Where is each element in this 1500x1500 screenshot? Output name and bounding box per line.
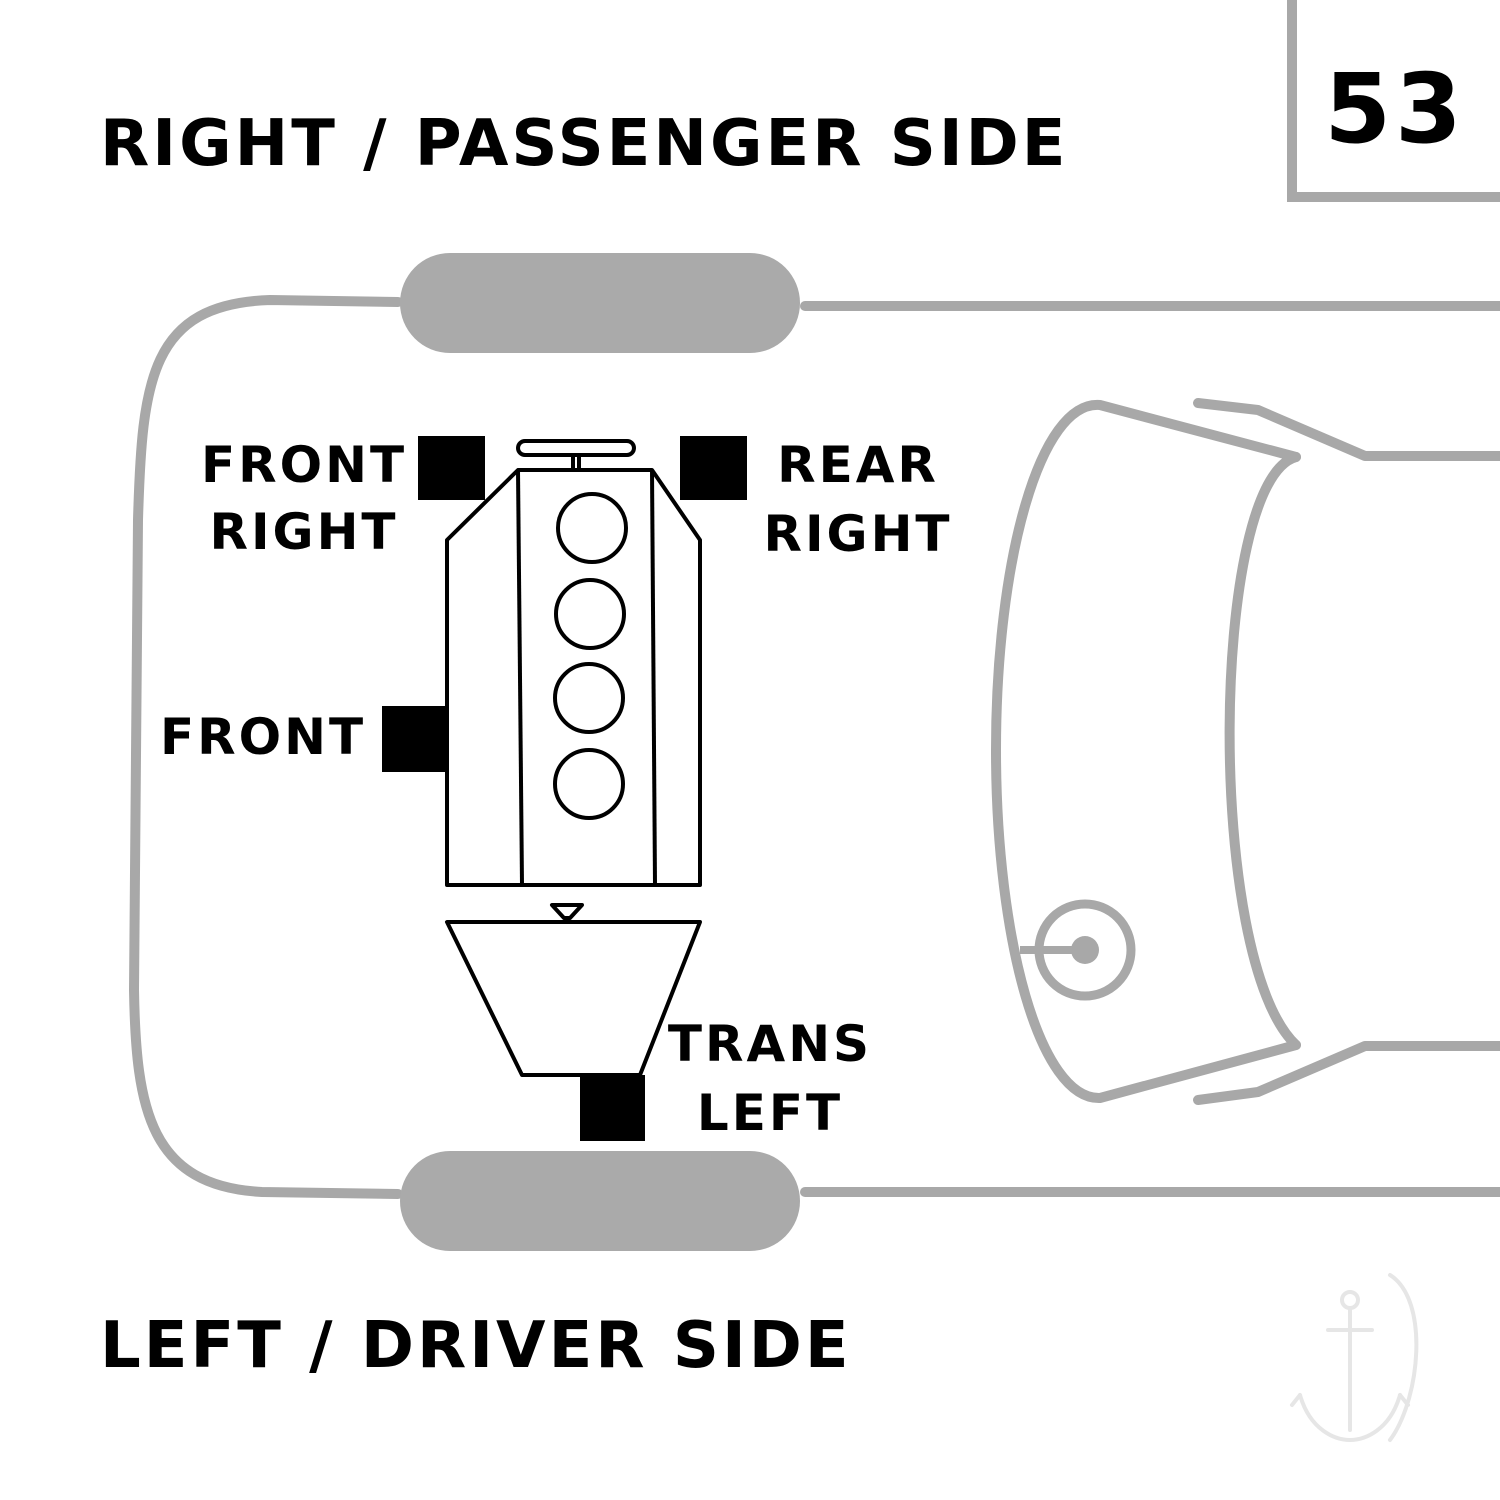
car-body-outline [129, 295, 1500, 1199]
cylinder-2-icon [554, 578, 626, 650]
left-driver-side-label: LEFT / DRIVER SIDE [100, 1309, 852, 1383]
cylinder-4-icon [553, 748, 625, 820]
front-right-mount [418, 436, 485, 500]
front-label: FRONT [160, 708, 366, 766]
anchor-logo-icon [1290, 1273, 1419, 1443]
rear-right-mount [680, 436, 747, 500]
front-mount [382, 706, 447, 772]
trans-left-label-line2: LEFT [697, 1084, 843, 1142]
front-right-label-line2: RIGHT [209, 503, 398, 561]
pulley-icon [516, 439, 636, 457]
front-right-tire [400, 253, 800, 353]
diagram-number-box: 53 [1287, 0, 1500, 202]
rear-right-label-line2: RIGHT [763, 505, 952, 563]
bellhousing-tab-icon [550, 903, 584, 920]
trans-left-mount [580, 1075, 645, 1141]
diagram-number: 53 [1324, 53, 1466, 165]
cylinder-1-icon [556, 492, 628, 564]
steering-column-icon [1020, 899, 1136, 1001]
engine-block [445, 439, 702, 887]
right-passenger-side-label: RIGHT / PASSENGER SIDE [100, 107, 1069, 181]
transmission [445, 903, 702, 1077]
cylinder-3-icon [553, 662, 625, 734]
trans-left-label-line1: TRANS [668, 1015, 872, 1073]
front-right-label-line1: FRONT [201, 436, 407, 494]
rear-right-label-line1: REAR [777, 436, 939, 494]
front-left-tire [400, 1151, 800, 1251]
